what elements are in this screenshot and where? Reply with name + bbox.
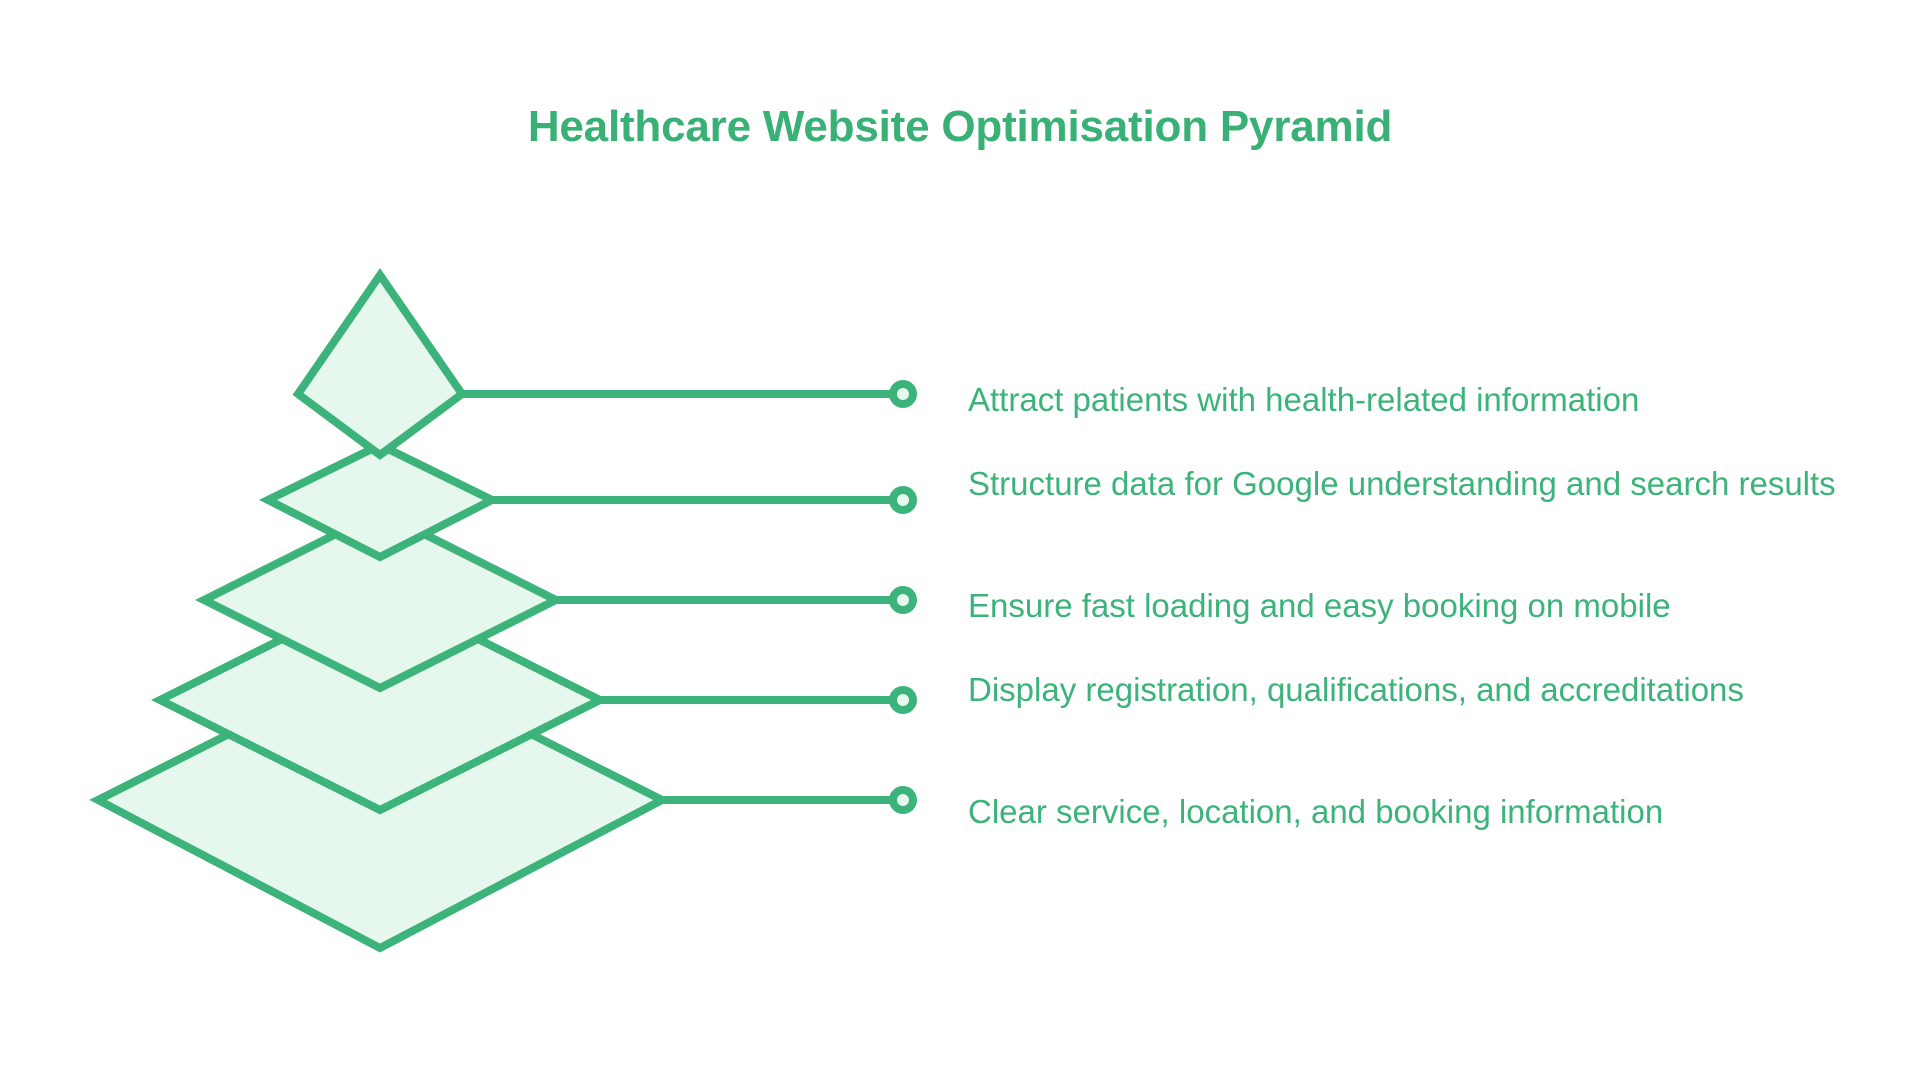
connector-marker-4[interactable] (889, 686, 917, 714)
connector-lines (462, 390, 903, 804)
connector-marker-2[interactable] (889, 486, 917, 514)
connector-markers (889, 380, 917, 814)
pyramid-layers (89, 267, 671, 953)
pyramid-layer-1[interactable] (292, 267, 468, 460)
pyramid-label-3[interactable]: Ensure fast loading and easy booking on … (968, 587, 1671, 624)
connector-marker-5[interactable] (889, 786, 917, 814)
pyramid-layer-3[interactable] (195, 507, 565, 693)
pyramid-layer-4[interactable] (151, 585, 609, 815)
pyramid-label-1[interactable]: Attract patients with health-related inf… (968, 381, 1640, 418)
connector-marker-3[interactable] (889, 586, 917, 614)
page-title: Healthcare Website Optimisation Pyramid (527, 102, 1393, 151)
pyramid-label-2[interactable]: Structure data for Google understanding … (968, 465, 1836, 502)
connector-marker-1[interactable] (889, 380, 917, 408)
pyramid-label-4[interactable]: Display registration, qualifications, an… (968, 671, 1744, 708)
pyramid-layer-2[interactable] (259, 440, 501, 562)
pyramid-label-5[interactable]: Clear service, location, and booking inf… (968, 793, 1664, 830)
